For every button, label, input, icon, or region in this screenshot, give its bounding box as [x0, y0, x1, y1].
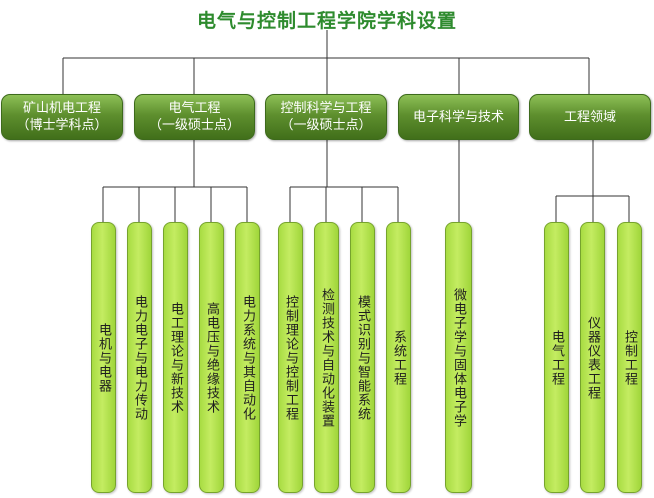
- discipline-electrical-eng: 电气工程（一级硕士点）: [134, 94, 255, 140]
- leaf-electrical-theory-new-tech: 电工理论与新技术: [163, 222, 188, 493]
- leaf-power-system-automation: 电力系统与其自动化: [235, 222, 260, 493]
- leaf-detection-automation-device: 检测技术与自动化装置: [314, 222, 339, 493]
- discipline-electronic-sci-tech: 电子科学与技术: [398, 94, 519, 140]
- leaf-field-instrument-eng: 仪器仪表工程: [580, 222, 605, 493]
- leaf-systems-engineering: 系统工程: [386, 222, 411, 493]
- discipline-control-sci-eng: 控制科学与工程（一级硕士点）: [265, 94, 387, 140]
- leaf-pattern-recognition-intelligent: 模式识别与智能系统: [350, 222, 375, 493]
- leaf-field-control-eng: 控制工程: [617, 222, 642, 493]
- diagram-title: 电气与控制工程学院学科设置: [196, 10, 457, 32]
- leaf-power-electronics-drive: 电力电子与电力传动: [127, 222, 152, 493]
- leaf-microelectronics-solid-state: 微电子学与固体电子学: [445, 222, 472, 493]
- leaf-control-theory-eng: 控制理论与控制工程: [278, 222, 303, 493]
- leaf-field-electrical-eng: 电气工程: [544, 222, 569, 493]
- leaf-motor-electrical-apparatus: 电机与电器: [91, 222, 116, 493]
- discipline-engineering-fields: 工程领域: [529, 94, 651, 140]
- discipline-mining-mech-elec: 矿山机电工程（博士学科点）: [1, 94, 123, 140]
- leaf-high-voltage-insulation: 高电压与绝缘技术: [199, 222, 224, 493]
